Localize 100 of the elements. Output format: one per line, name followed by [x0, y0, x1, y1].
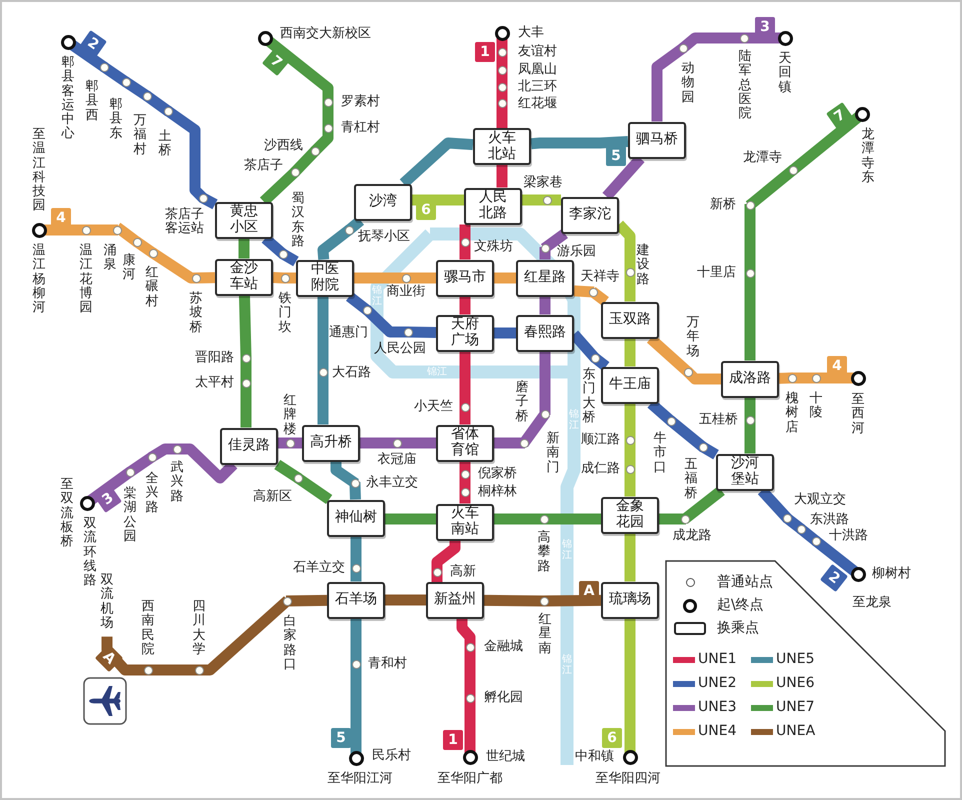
station-name: 至华阳江河 [328, 772, 392, 786]
interchange-station: 成洛路 [721, 360, 779, 398]
metro-line [202, 194, 216, 208]
station-name: 红牌楼 [284, 394, 296, 437]
interchange-station: 人民北路 [464, 188, 522, 224]
legend-text: 普通站点 [717, 574, 773, 590]
metro-line [701, 444, 717, 458]
station-name: 动物园 [682, 62, 694, 105]
station-name: 万年场 [686, 316, 700, 359]
legend-text: 起\终点 [717, 598, 764, 614]
metro-line [292, 148, 318, 174]
metro-line [322, 101, 334, 129]
metro-line [296, 475, 330, 502]
metro-line [649, 336, 690, 374]
interchange-station: 石羊场 [327, 582, 385, 618]
metro-line [760, 489, 790, 520]
station-name: 新桥 [710, 198, 736, 212]
station-name: 东洪路 [810, 512, 849, 528]
interchange-station: 神仙树 [327, 500, 385, 536]
station-name: 至双流板桥 [60, 478, 74, 550]
metro-line [496, 69, 508, 88]
station-name: 至龙泉 [852, 596, 892, 610]
metro-line [604, 157, 642, 198]
interchange-station: 佳灵路 [220, 428, 278, 464]
station-name: 棠湖公园 [124, 487, 136, 544]
metro-line [102, 64, 128, 85]
terminal-ring-icon [622, 750, 638, 764]
legend-text: UNE2 [698, 676, 736, 692]
metro-line [265, 37, 334, 103]
station-name: 全兴路 [146, 472, 158, 515]
station-name: 大观立交 [794, 492, 846, 508]
station-name: 十陵 [810, 392, 822, 421]
station-name: 石羊立交 [293, 560, 345, 576]
metro-line [195, 272, 215, 284]
metro-line [591, 289, 607, 304]
interchange-station: 沙河堡站 [716, 454, 774, 490]
station-name: 顺江路 [581, 432, 620, 448]
station-name: 西南交大新校区 [280, 26, 371, 42]
metro-line [402, 138, 473, 186]
interchange-station: 金象花园 [601, 496, 659, 534]
legend-text: UNE1 [698, 652, 736, 668]
legend-text: UNE7 [776, 700, 814, 716]
station-name: 五福桥 [684, 458, 698, 501]
metro-line [240, 357, 252, 384]
metro-line [318, 227, 351, 260]
station-name: 至华阳广都 [438, 772, 502, 786]
station-name: 五桂桥 [699, 412, 738, 428]
terminal-ring-icon [80, 496, 94, 510]
metro-line [496, 165, 508, 188]
station-name: 梁家巷 [524, 176, 562, 190]
metro-line [128, 454, 154, 475]
interchange-station: 琉璃场 [601, 582, 659, 618]
station-name: 成仁路 [581, 462, 620, 476]
terminal-ring-icon [494, 26, 510, 40]
station-name: 白家路口 [284, 615, 296, 672]
station-name: 至温江科技园 [32, 128, 46, 214]
metro-line [350, 618, 362, 665]
metro-line [669, 418, 705, 450]
metro-line [85, 224, 118, 236]
metro-line [531, 136, 628, 149]
metro-line [652, 45, 685, 122]
metro-line [198, 598, 290, 676]
interchange-station: 黄忠小区 [215, 202, 273, 238]
terminal-ring-icon [854, 106, 870, 122]
station-name: 四川大学 [192, 600, 206, 658]
metro-line [238, 238, 250, 258]
metro-line [116, 224, 139, 245]
terminal-ring-icon [258, 30, 272, 46]
metro-line [350, 536, 362, 569]
terminal-ring-icon [850, 566, 866, 582]
metro-line [624, 468, 636, 496]
station-name: 友谊村 [518, 44, 557, 60]
interchange-station: 金沙车站 [215, 258, 273, 296]
metro-line [814, 538, 858, 575]
station-name: 北三环 [518, 80, 557, 94]
metro-line [347, 218, 362, 233]
station-name: 陆军总医院 [738, 50, 752, 122]
station-name: 大石路 [332, 366, 371, 380]
metro-line [744, 398, 756, 421]
metro-line [145, 93, 170, 114]
metro-line [683, 488, 723, 522]
station-name: 十洪路 [829, 528, 868, 544]
metro-line [412, 194, 464, 206]
metro-line [624, 534, 636, 582]
metro-line [681, 32, 745, 51]
metro-line [348, 294, 369, 313]
station-name: 罗素村 [341, 94, 380, 110]
station-name: 红花堰 [518, 96, 557, 112]
metro-line [624, 404, 636, 441]
station-name: 沙西线 [264, 138, 303, 154]
station-name: 槐树店 [786, 392, 798, 435]
line-number-tag: 5 [606, 146, 626, 166]
station-name: 龙潭寺东 [862, 128, 874, 186]
metro-line [68, 40, 106, 70]
metro-line [150, 444, 178, 460]
station-name: 温江花博园 [80, 244, 92, 316]
metro-line [284, 272, 296, 284]
line-number-tag: 6 [602, 728, 622, 748]
station-name: 龙潭寺 [743, 150, 782, 166]
metro-line [273, 272, 286, 284]
